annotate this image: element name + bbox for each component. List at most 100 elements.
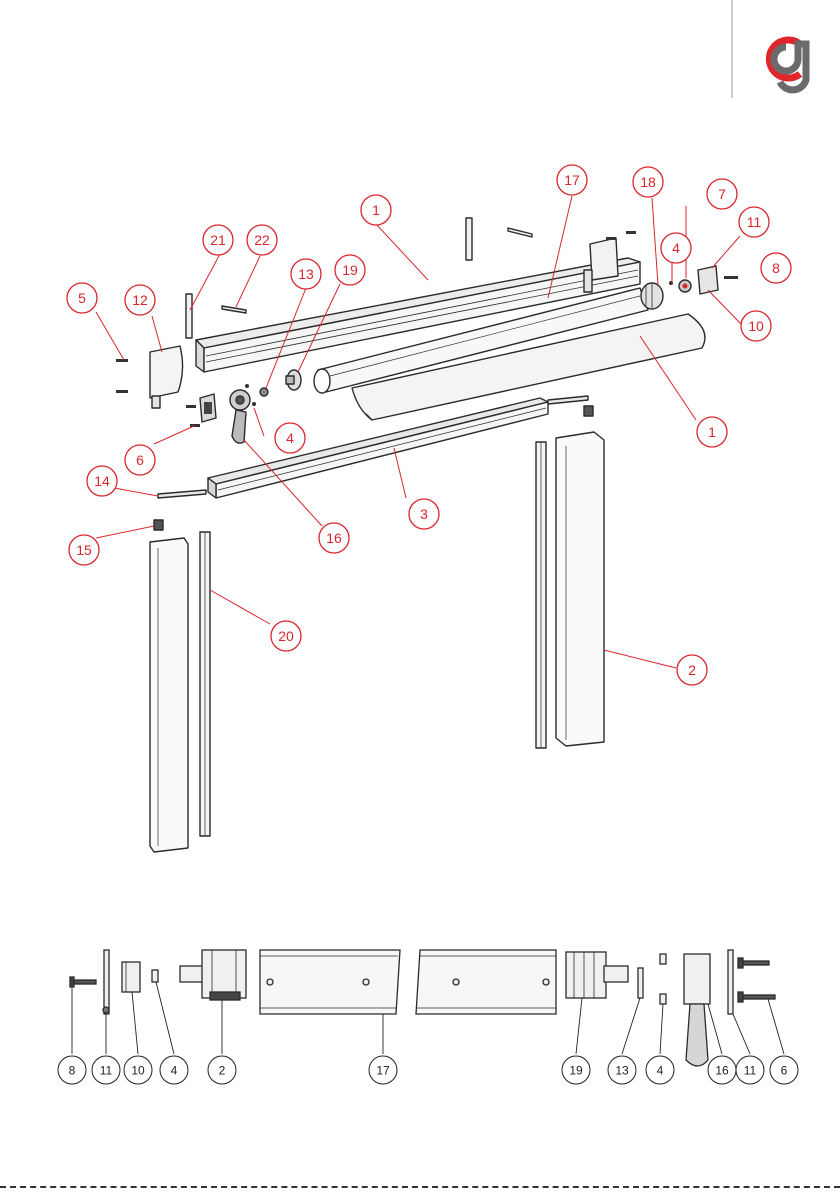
callout-number: 1 — [372, 202, 380, 218]
section-tube-left — [260, 950, 400, 1014]
vertical-strip-part — [466, 218, 472, 260]
bearing-red-dot — [683, 284, 688, 289]
callout-number: 11 — [744, 1063, 757, 1077]
section-small-block — [660, 994, 666, 1004]
callout-number: 5 — [78, 290, 86, 306]
page-bottom-dashed-line — [0, 1186, 840, 1188]
small-block-part — [154, 520, 163, 530]
brand-logo-icon — [769, 40, 806, 90]
callout-number: 17 — [376, 1063, 390, 1077]
section-leader — [622, 998, 640, 1054]
callout-number: 2 — [219, 1063, 226, 1077]
left-end-cap-tab — [152, 396, 160, 408]
screw-icon — [190, 424, 200, 427]
callout-number: 22 — [254, 232, 270, 248]
section-tube-right — [416, 950, 556, 1014]
callout-number: 15 — [76, 542, 92, 558]
callout-number: 10 — [748, 318, 764, 334]
vertical-strip-part — [186, 294, 192, 338]
section-leader — [708, 1004, 722, 1054]
section-view-parts — [70, 950, 775, 1066]
top-profile-part — [196, 258, 640, 348]
roller-tube-end — [314, 369, 330, 393]
screw-icon — [626, 231, 636, 234]
callout-number: 11 — [100, 1063, 113, 1077]
section-leader — [768, 999, 784, 1054]
section-drive-shaft — [604, 966, 628, 982]
section-screw-head — [738, 992, 743, 1002]
section-small-block — [660, 954, 666, 964]
section-washer — [638, 968, 643, 998]
leader-line — [394, 448, 406, 498]
section-screw-shaft — [743, 961, 769, 965]
section-leader — [733, 1014, 750, 1054]
section-screw-shaft — [74, 980, 96, 984]
leader-line — [190, 254, 220, 310]
section-leader — [156, 982, 174, 1054]
callout-number: 6 — [781, 1063, 788, 1077]
bearing-plate-core — [204, 402, 212, 414]
leader-line — [210, 590, 270, 624]
section-crank-arm — [686, 1004, 708, 1066]
callout-number: 19 — [569, 1063, 583, 1077]
angle-clip-part — [508, 228, 532, 237]
section-leader — [576, 998, 582, 1054]
mount-plate-part — [698, 266, 718, 294]
crank-arm-part — [232, 410, 246, 443]
rod-part — [548, 396, 588, 404]
section-tube-hole — [363, 979, 369, 985]
nut-icon — [245, 384, 249, 388]
screw-icon — [116, 390, 128, 393]
section-gearbox-body — [684, 954, 710, 1004]
callout-number: 10 — [131, 1063, 145, 1077]
callout-number: 4 — [672, 240, 680, 256]
nut-icon — [252, 402, 256, 406]
section-tube-hole — [543, 979, 549, 985]
section-plug-body — [202, 950, 246, 998]
small-block-part — [584, 406, 593, 416]
callout-number: 7 — [718, 186, 726, 202]
leader-line — [712, 236, 740, 268]
callout-number: 18 — [640, 174, 656, 190]
callout-number: 13 — [298, 266, 314, 282]
rod-part — [158, 490, 206, 498]
callout-number: 13 — [615, 1063, 629, 1077]
section-leader — [132, 992, 138, 1054]
callout-number: 6 — [136, 452, 144, 468]
leader-line — [114, 488, 158, 496]
right-bracket-part — [590, 238, 618, 280]
callout-number: 1 — [708, 424, 716, 440]
callout-number: 16 — [326, 530, 342, 546]
callout-number: 8 — [772, 260, 780, 276]
section-drive-plug — [566, 952, 606, 998]
section-tube-hole — [453, 979, 459, 985]
leader-line — [236, 256, 260, 307]
section-plate-part — [104, 950, 109, 1014]
callout-number: 21 — [210, 232, 226, 248]
drive-plug-pin — [286, 376, 294, 384]
section-screw-head — [738, 958, 743, 968]
callout-number: 19 — [342, 262, 358, 278]
callout-number: 8 — [69, 1063, 76, 1077]
leader-line — [604, 650, 676, 668]
section-tube-hole — [267, 979, 273, 985]
leader-line — [708, 290, 742, 325]
callout-number: 4 — [171, 1063, 178, 1077]
section-plate-bolt — [103, 1007, 109, 1013]
section-plug-shaft — [180, 966, 204, 982]
small-ring-part — [260, 388, 268, 396]
screw-icon — [116, 359, 128, 362]
leader-line — [152, 316, 162, 352]
callout-number: 20 — [278, 628, 294, 644]
right-bracket-tab — [584, 270, 592, 292]
left-end-cap-part — [150, 346, 183, 398]
callout-number: 17 — [564, 172, 580, 188]
exploded-view-parts — [116, 218, 738, 852]
callout-number: 12 — [132, 292, 148, 308]
leader-line — [96, 526, 154, 538]
leader-line — [376, 224, 428, 280]
angle-clip-part — [222, 306, 246, 313]
bottom-rail-groove — [218, 408, 546, 490]
